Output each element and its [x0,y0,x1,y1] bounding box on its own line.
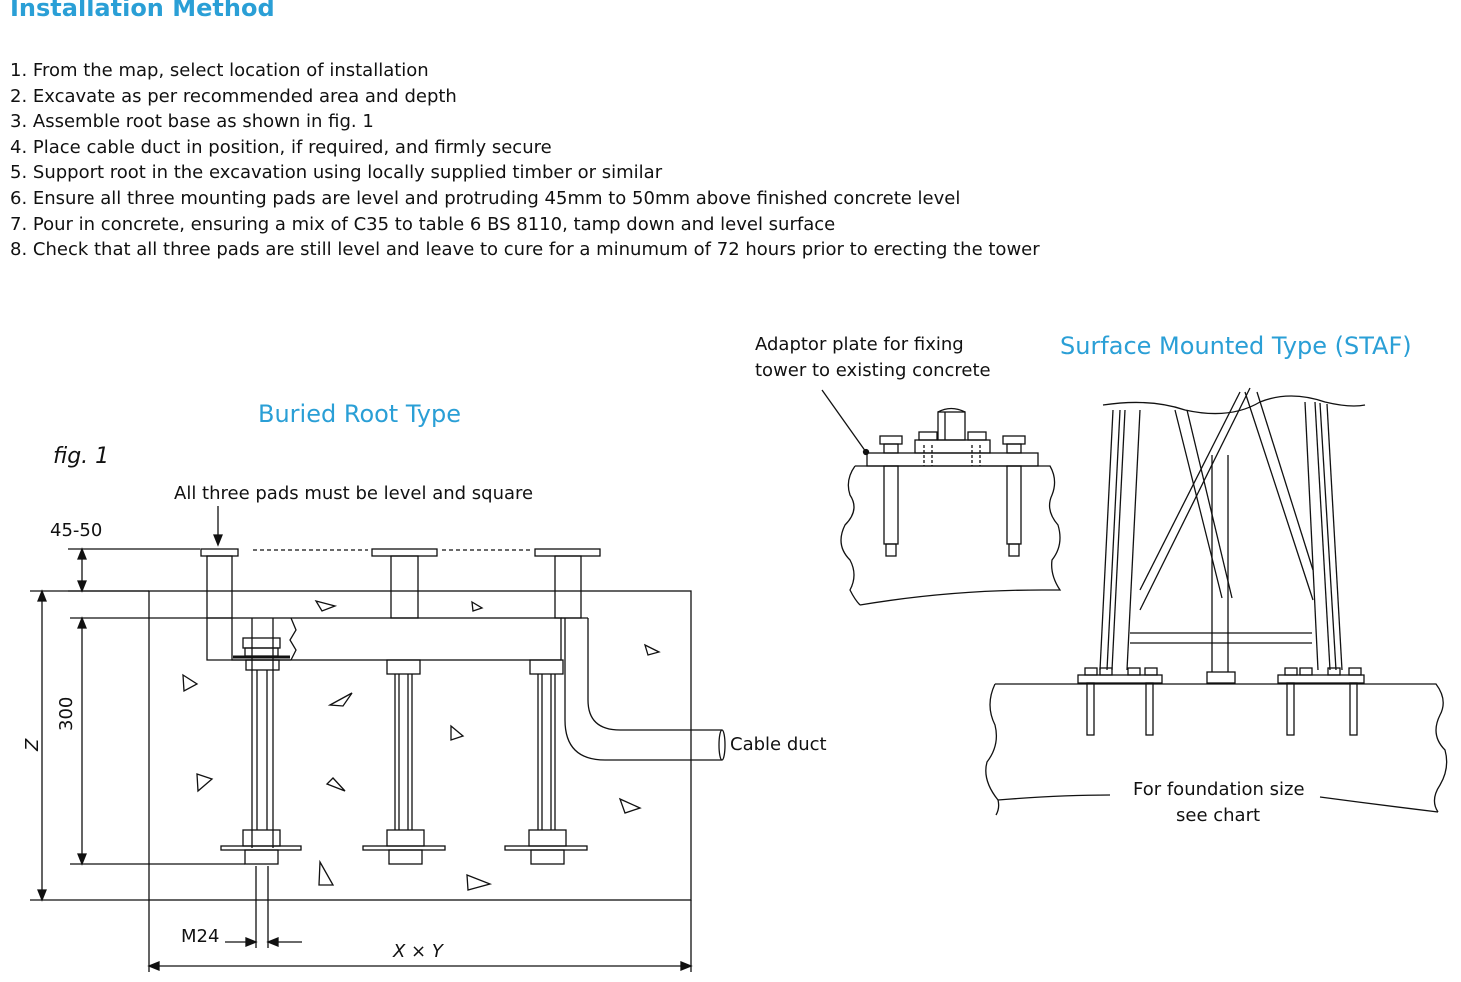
dim-depth: 300 [56,696,77,731]
dim-bolt-size: M24 [181,926,220,947]
pads-note: All three pads must be level and square [174,483,534,504]
dim-footprint: X × Y [393,941,443,962]
dimension-lines [30,506,693,972]
foundation-note-line1: For foundation size [1133,779,1305,800]
dim-z: Z [22,738,43,751]
adaptor-label-line2: tower to existing concrete [755,360,991,381]
dim-pad-height: 45-50 [50,520,103,541]
buried-root-diagram [30,506,726,972]
mounting-pad [534,548,601,557]
foundation-note-line2: see chart [1176,805,1261,826]
aggregate-marks [182,599,661,891]
anchor-bolts [233,618,564,848]
mounting-pad [200,548,239,557]
surface-mount-heading: Surface Mounted Type (STAF) [1060,332,1412,360]
cable-duct-label: Cable duct [730,734,827,755]
step-item: 6. Ensure all three mounting pads are le… [10,187,961,209]
base-plates [220,829,588,865]
step-item: 8. Check that all three pads are still l… [10,239,1040,261]
step-item: 5. Support root in the excavation using … [10,162,663,184]
buried-root-heading: Buried Root Type [258,400,461,428]
concrete-block [148,590,692,901]
step-item: 3. Assemble root base as shown in fig. 1 [10,111,374,133]
adaptor-plate-diagram [821,389,1062,606]
step-item: 2. Excavate as per recommended area and … [10,85,457,107]
mounting-pad [371,548,438,557]
adaptor-label-line1: Adaptor plate for fixing [755,334,964,355]
step-item: 1. From the map, select location of inst… [10,60,429,81]
surface-mount-diagram [985,387,1448,816]
installation-steps: 1. From the map, select location of inst… [10,58,1040,263]
page-title: Installation Method [10,0,275,22]
step-item: 7. Pour in concrete, ensuring a mix of C… [10,213,836,235]
cable-duct [564,618,726,761]
step-item: 4. Place cable duct in position, if requ… [10,136,552,158]
figure-label: fig. 1 [53,444,110,469]
